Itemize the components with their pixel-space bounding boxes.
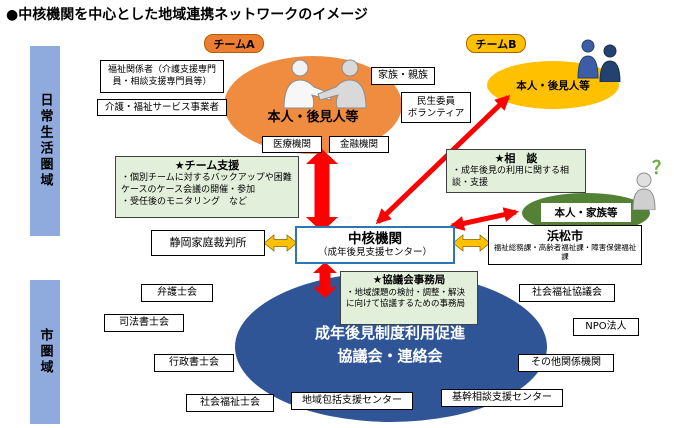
daily-life-area-band: 日常生活圏域 [30,46,60,236]
city-box: 浜松市 福祉総務課・高齢者福祉課・障害保健福祉課 [488,225,642,265]
team-support-body: ・個別チームに対するバックアップや困難ケースのケース会議の開催・参加 ・受任後の… [121,173,292,207]
yellow-double-arrow-court-core [263,234,298,252]
financial-institution-box: 金融機関 [329,136,389,153]
yellow-double-arrow-core-city [452,234,491,252]
member-other-organizations: その他関係機関 [518,354,614,372]
council-title-line1: 成年後見制度利用促進 [314,324,465,342]
question-mark: ？ [652,158,670,179]
core-organization-name: 中核機関 [348,230,402,247]
member-core-consultation-center: 基幹相談支援センター [441,389,563,407]
council-title: 成年後見制度利用促進 協議会・連絡会 [280,322,500,369]
team-a-tag: チームA [204,34,264,53]
family-relatives-box: 家族・親族 [371,67,435,85]
member-bar-association: 弁護士会 [141,284,213,302]
family-court-box: 静岡家庭裁判所 [151,230,265,256]
city-departments: 福祉総務課・高齢者福祉課・障害保健福祉課 [493,243,637,262]
consultation-body: ・成年後見の利用に関する相談・支援 [452,166,570,188]
secretariat-title: ★協議会事務局 [372,274,446,286]
medical-institution-box: 医療機関 [262,136,322,153]
core-organization-subtitle: （成年後見支援センター） [317,246,432,258]
city-name: 浜松市 [546,228,583,243]
red-arrow-core-person-family [449,207,519,231]
welfare-commissioner-box: 民生委員 ボランティア [401,92,471,123]
council-title-line2: 協議会・連絡会 [337,347,443,366]
page-title: ●中核機関を中心とした地域連携ネットワークのイメージ [6,7,368,23]
secretariat-body: ・地域課題の検討・調整・解決に向けて協議するための事務局 [346,287,466,309]
team-support-title: ★チーム支援 [174,159,240,172]
member-judicial-scriveners: 司法書士会 [104,314,184,332]
member-social-welfare-council: 社会福祉協議会 [519,284,615,302]
member-social-workers: 社会福祉士会 [186,394,274,412]
member-community-support-center: 地域包括支援センター [291,392,413,410]
team-support-panel: ★チーム支援 ・個別チームに対するバックアップや困難ケースのケース会議の開催・参… [115,156,299,218]
care-providers-box: 介護・福祉サービス事業者 [97,99,227,116]
team-b-tag: チームB [466,34,526,53]
red-double-arrow-core-teamA [306,149,338,232]
member-administrative-scriveners: 行政書士会 [154,354,234,372]
person-family-label: 本人・家族等 [541,203,631,222]
welfare-staff-box: 福祉関係者（介護支援専門員・相談支援専門員等） [100,60,224,93]
secretariat-panel: ★協議会事務局 ・地域課題の検討・調整・解決に向けて協議するための事務局 [340,271,478,325]
team-b-center-label: 本人・後見人等 [516,80,590,92]
core-organization-box: 中核機関 （成年後見支援センター） [295,226,455,264]
team-a-center-label: 本人・後見人等 [267,110,359,125]
consultation-panel: ★相 談 ・成年後見の利用に関する相談・支援 [446,149,586,193]
member-npo: NPO法人 [573,318,639,336]
consultation-title: ★相 談 [494,152,538,165]
city-area-band: 市圏域 [30,280,60,424]
